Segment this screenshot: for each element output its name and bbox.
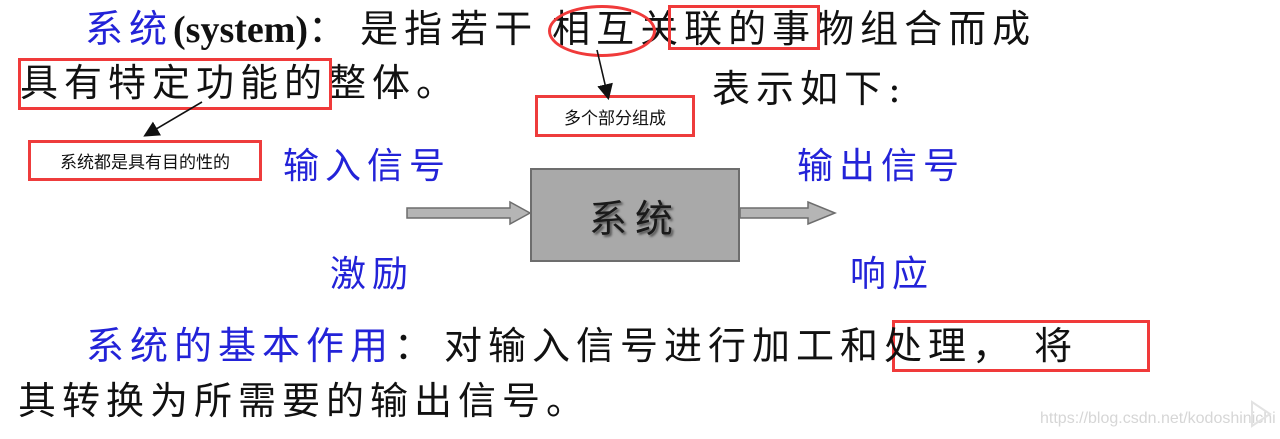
text-is: 是指 <box>360 7 449 51</box>
input-signal-label: 输入信号 <box>283 146 452 187</box>
output-signal-label: 输出信号 <box>797 146 966 187</box>
box-highlight-function <box>18 58 332 110</box>
watermark: https://blog.csdn.net/kodoshinichi <box>1040 410 1276 427</box>
function-line-1: 系统的基本作用：对输入信号进行加工和处理， 将 <box>86 323 1078 369</box>
note-several-parts: 多个部分组成 <box>535 95 695 137</box>
output-arrow-icon <box>739 200 837 226</box>
input-arrow-icon <box>406 200 532 226</box>
function-line-2: 其转换为所需要的输出信号。 <box>18 379 591 423</box>
box-highlight-related <box>668 5 820 50</box>
colon: ： <box>394 324 439 368</box>
boxed-text-function: 具有特定功能 <box>20 61 285 105</box>
pointer-arrow-several <box>596 49 613 101</box>
pointer-arrow-purposeful <box>143 101 203 137</box>
circled-text: 若干 <box>450 7 539 51</box>
circle-highlight-several <box>548 5 656 57</box>
system-block: 系统 <box>530 168 740 262</box>
term-system-latin: (system) <box>173 9 309 51</box>
note-several-parts-text: 多个部分组成 <box>564 108 666 129</box>
text-composition: 的事物组合而成 <box>728 7 1037 51</box>
text-convert: ， 将 <box>972 324 1079 368</box>
text-process-input: 对输入信号进行 <box>444 324 753 368</box>
note-purposeful: 系统都是具有目的性的 <box>28 140 262 181</box>
text-shown-below: 表示如下: <box>712 67 907 111</box>
colon: ： <box>308 7 353 51</box>
excitation-label: 激励 <box>330 254 415 295</box>
box-highlight-processing <box>892 320 1150 372</box>
term-basic-function: 系统的基本作用 <box>86 324 395 368</box>
boxed-text-processing: 加工和处理 <box>752 324 973 368</box>
definition-line-2: 具有特定功能的整体。 <box>20 60 460 106</box>
text-whole: 的整体。 <box>284 61 461 105</box>
term-system: 系统 <box>85 7 174 51</box>
response-label: 响应 <box>850 254 935 295</box>
note-purposeful-text: 系统都是具有目的性的 <box>60 153 230 173</box>
system-block-label: 系统 <box>588 196 681 241</box>
